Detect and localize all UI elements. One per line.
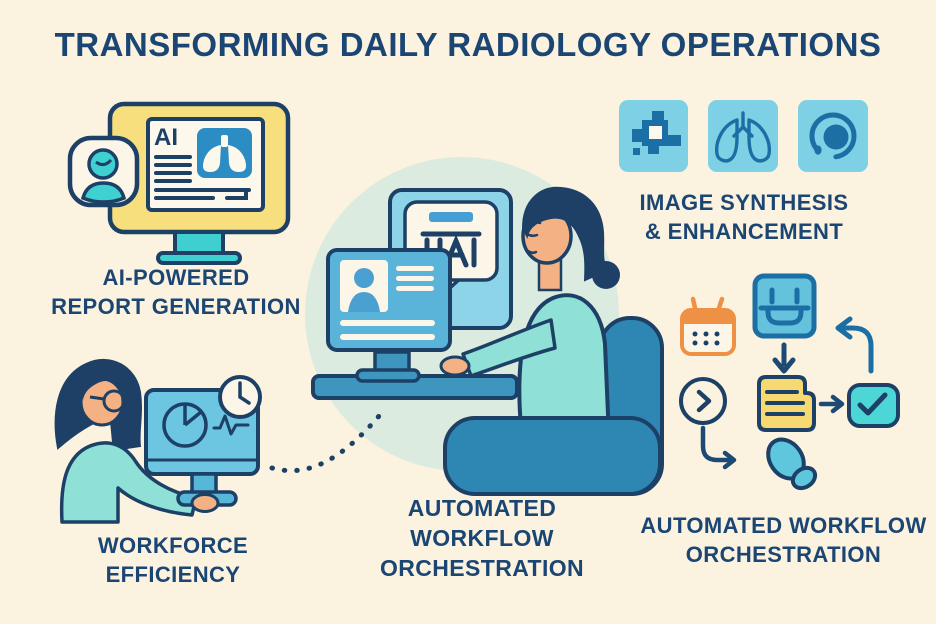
label-line: ORCHESTRATION — [685, 541, 882, 567]
image-synthesis-illustration — [619, 100, 868, 172]
waveform-icon — [212, 414, 250, 436]
workflow-diagram — [679, 273, 900, 491]
label-line: & ENHANCEMENT — [644, 218, 844, 244]
label-line: IMAGE SYNTHESIS — [639, 190, 849, 215]
footstep-icon — [766, 437, 818, 491]
hand — [190, 493, 220, 513]
task-square-icon — [752, 273, 817, 339]
workforce-illustration — [54, 359, 262, 524]
report-lines — [154, 155, 251, 200]
report-generation-illustration: AI — [67, 101, 291, 265]
ai-screen-text: AI — [154, 124, 178, 151]
scan-circle-icon — [798, 100, 868, 172]
label-line: ORCHESTRATION — [379, 554, 585, 581]
label-line: REPORT GENERATION — [51, 293, 301, 319]
label-line: AUTOMATED WORKFLOW — [640, 513, 927, 538]
label-line: WORKFORCE — [97, 533, 249, 558]
workflow-right-label: AUTOMATED WORKFLOW ORCHESTRATION — [636, 512, 931, 569]
analytics-monitor-icon — [144, 388, 260, 507]
glasses-icon — [102, 389, 126, 413]
arrow-curve-icon — [700, 425, 737, 470]
calendar-icon — [680, 296, 736, 356]
patient-card-icon — [340, 260, 435, 340]
label-line: WORKFLOW — [410, 524, 554, 551]
arrow-return-icon — [835, 316, 874, 374]
label-line: AUTOMATED — [407, 495, 557, 521]
arrow-right-icon — [818, 394, 845, 414]
lungs-thumbnail-icon — [197, 128, 252, 178]
page-title: TRANSFORMING DAILY RADIOLOGY OPERATIONS — [54, 26, 882, 63]
checkbox-icon — [847, 383, 900, 428]
image-synthesis-label: IMAGE SYNTHESIS & ENHANCEMENT — [612, 189, 876, 246]
arrow-down-icon — [772, 342, 796, 374]
label-line: EFFICIENCY — [105, 561, 241, 587]
chair-seat — [443, 416, 662, 496]
avatar-badge-icon — [67, 135, 140, 208]
clinician-figure — [54, 359, 198, 524]
lungs-icon — [708, 100, 778, 172]
radiologist-figure — [439, 186, 620, 452]
pie-chart-icon — [162, 402, 208, 448]
label-line: AI-POWERED — [102, 265, 250, 290]
clock-badge-icon — [218, 375, 262, 419]
next-step-icon — [679, 377, 727, 425]
primary-monitor-icon — [326, 248, 452, 383]
workforce-label: WORKFORCE EFFICIENCY — [48, 532, 298, 589]
workflow-center-label: AUTOMATED WORKFLOW ORCHESTRATION — [342, 494, 622, 584]
report-generation-label: AI-POWERED REPORT GENERATION — [40, 264, 312, 321]
dotted-connector — [269, 407, 387, 474]
pixel-fragment-icon — [619, 100, 688, 172]
workstation-scene — [305, 157, 664, 496]
note-icon — [757, 375, 816, 432]
